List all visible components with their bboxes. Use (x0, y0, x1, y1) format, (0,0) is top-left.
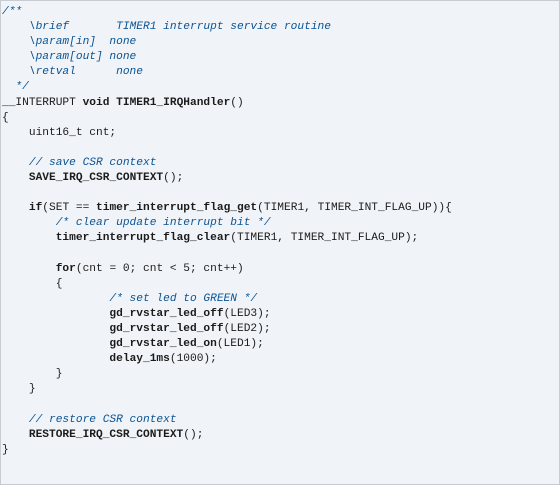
code-line: // restore CSR context (2, 413, 559, 428)
code-line: if(SET == timer_interrupt_flag_get(TIMER… (2, 201, 559, 216)
code-comment: // restore CSR context (2, 413, 177, 426)
code-comment: /* set led to GREEN */ (2, 292, 258, 305)
code-text (2, 172, 29, 184)
code-text: } (2, 443, 9, 456)
code-comment: */ (2, 81, 29, 94)
code-line (2, 141, 559, 156)
code-text: (cnt = 0; cnt < 5; cnt++) (75, 262, 244, 275)
code-keyword: void (82, 96, 110, 109)
code-line: { (2, 277, 559, 292)
code-text: (LED3); (223, 307, 271, 320)
code-line: { (2, 111, 559, 126)
code-text (2, 323, 109, 335)
code-line: // save CSR context (2, 156, 559, 171)
code-text (2, 232, 56, 244)
code-text: (TIMER1, TIMER_INT_FLAG_UP); (230, 232, 419, 245)
code-line: } (2, 367, 559, 382)
code-line (2, 247, 559, 262)
code-line: gd_rvstar_led_on(LED1); (2, 337, 559, 352)
code-function-name: RESTORE_IRQ_CSR_CONTEXT (28, 428, 184, 441)
code-text: (1000); (169, 353, 217, 366)
code-function-name: delay_1ms (109, 353, 170, 366)
code-function-name: gd_rvstar_led_off (109, 322, 224, 335)
code-line: delay_1ms(1000); (2, 352, 559, 367)
code-function-name: timer_interrupt_flag_clear (55, 232, 231, 245)
code-line: SAVE_IRQ_CSR_CONTEXT(); (2, 171, 559, 186)
code-function-name: gd_rvstar_led_off (109, 307, 224, 320)
code-keyword: for (55, 262, 76, 275)
code-text: (TIMER1, TIMER_INT_FLAG_UP)){ (257, 202, 452, 215)
code-function-name: TIMER1_IRQHandler (116, 96, 231, 109)
code-function-name: gd_rvstar_led_on (109, 338, 217, 351)
code-text: } (2, 368, 63, 381)
code-text (2, 263, 56, 275)
code-comment: \param[in] none (2, 36, 137, 49)
code-line: gd_rvstar_led_off(LED2); (2, 322, 559, 337)
code-text (2, 202, 29, 214)
code-line: uint16_t cnt; (2, 126, 559, 141)
code-comment: \retval none (2, 66, 143, 79)
code-line: } (2, 443, 559, 458)
code-line: \param[in] none (2, 35, 559, 50)
code-line (2, 397, 559, 412)
code-line: /** (2, 5, 559, 20)
code-comment: // save CSR context (2, 156, 157, 169)
code-text (2, 308, 109, 320)
code-comment: \param[out] none (2, 51, 137, 64)
code-line: /* set led to GREEN */ (2, 292, 559, 307)
code-function-name: timer_interrupt_flag_get (96, 202, 258, 215)
code-line: } (2, 382, 559, 397)
code-text: { (2, 111, 9, 124)
code-line: \brief TIMER1 interrupt service routine (2, 20, 559, 35)
code-content: /** \brief TIMER1 interrupt service rout… (2, 5, 559, 458)
code-block: /** \brief TIMER1 interrupt service rout… (0, 0, 560, 485)
code-text: } (2, 383, 36, 396)
code-line: \param[out] none (2, 50, 559, 65)
code-line: __INTERRUPT void TIMER1_IRQHandler() (2, 96, 559, 111)
code-line: gd_rvstar_led_off(LED3); (2, 307, 559, 322)
code-comment: /* clear update interrupt bit */ (2, 217, 271, 230)
code-function-name: SAVE_IRQ_CSR_CONTEXT (28, 172, 164, 185)
code-text: { (2, 277, 63, 290)
code-text: (LED2); (223, 322, 271, 335)
code-comment: /** (2, 6, 23, 18)
code-text: (SET == (42, 202, 97, 215)
code-line: */ (2, 80, 559, 95)
code-text: () (230, 96, 244, 109)
code-line: for(cnt = 0; cnt < 5; cnt++) (2, 262, 559, 277)
code-text (2, 353, 109, 365)
code-text: __INTERRUPT (2, 96, 83, 109)
code-text: uint16_t cnt; (2, 126, 117, 139)
code-text: (); (163, 172, 184, 185)
code-line: timer_interrupt_flag_clear(TIMER1, TIMER… (2, 231, 559, 246)
code-comment: \brief TIMER1 interrupt service routine (2, 21, 331, 34)
code-text (2, 429, 29, 441)
code-line: \retval none (2, 65, 559, 80)
code-text (2, 338, 109, 350)
code-line: /* clear update interrupt bit */ (2, 216, 559, 231)
code-line (2, 186, 559, 201)
code-keyword: if (28, 202, 43, 215)
code-text: (LED1); (216, 338, 264, 351)
code-text: (); (183, 428, 204, 441)
code-line: RESTORE_IRQ_CSR_CONTEXT(); (2, 428, 559, 443)
